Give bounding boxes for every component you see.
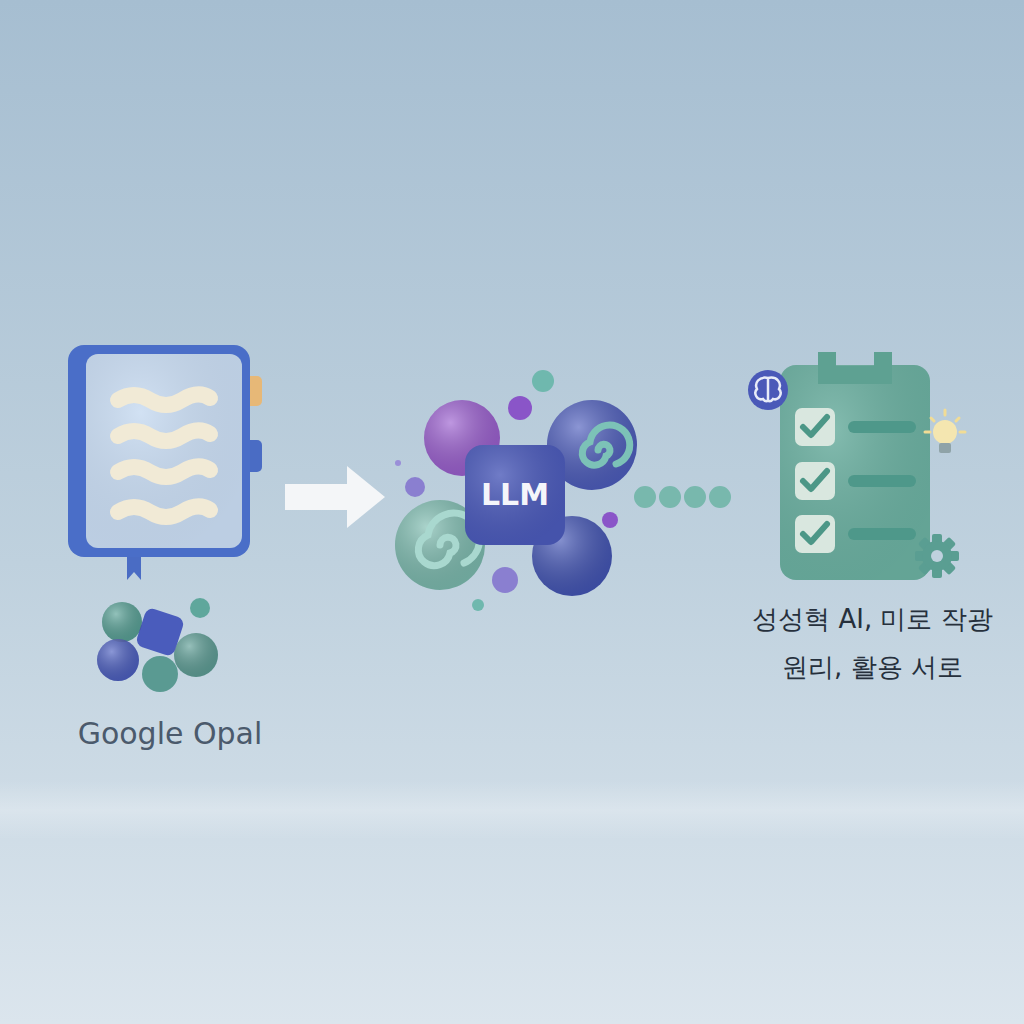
- node-label: LLM: [481, 477, 549, 513]
- node-label: 성성혁 AI, 미로 작광 원리, 활용 서로: [750, 595, 995, 691]
- notebook-node: Google Opal: [60, 340, 280, 760]
- node-label: Google Opal: [78, 716, 263, 752]
- lightbulb-icon: [925, 410, 965, 453]
- brain-badge: [748, 370, 788, 410]
- bead-chain: [645, 486, 737, 508]
- checklist-clipboard: [780, 352, 930, 580]
- llm-cluster: [395, 370, 637, 611]
- floor-glow: [0, 780, 1024, 840]
- llm-node: LLM: [390, 380, 640, 610]
- notebook-icon: [68, 345, 262, 580]
- flow-arrow: [285, 484, 347, 510]
- gear-icon: [915, 534, 959, 578]
- checklist-node: 성성혁 AI, 미로 작광 원리, 활용 서로: [742, 345, 1003, 695]
- molecule-cluster: [97, 598, 218, 692]
